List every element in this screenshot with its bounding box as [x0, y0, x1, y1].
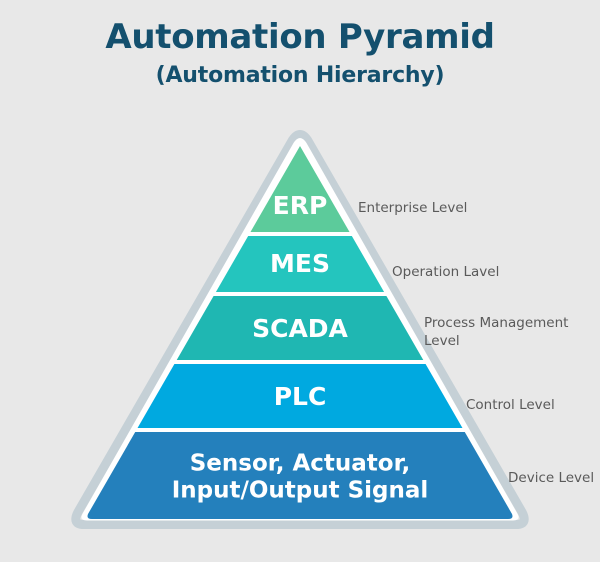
pyramid-label-scada: SCADA	[252, 314, 348, 343]
pyramid-band-device[interactable]	[60, 432, 540, 527]
pyramid-label-erp: ERP	[273, 191, 328, 220]
page-title: Automation Pyramid	[105, 17, 495, 57]
pyramid-label-mes: MES	[270, 249, 330, 278]
pyramid-label-device-line2: Input/Output Signal	[172, 478, 429, 504]
side-label-operation: Operation Lavel	[392, 264, 500, 280]
side-label-device: Device Level	[508, 470, 595, 486]
side-label-process-management: Process Management Level	[424, 315, 569, 350]
title-block: Automation Pyramid (Automation Hierarchy…	[0, 17, 600, 88]
page-subtitle: (Automation Hierarchy)	[155, 62, 445, 88]
pyramid-label-device-line1: Sensor, Actuator,	[190, 451, 411, 477]
pyramid-label-plc: PLC	[274, 382, 327, 411]
side-label-control: Control Level	[466, 397, 555, 413]
pyramid-outer-outline	[71, 130, 529, 529]
side-label-enterprise: Enterprise Level	[358, 200, 468, 216]
